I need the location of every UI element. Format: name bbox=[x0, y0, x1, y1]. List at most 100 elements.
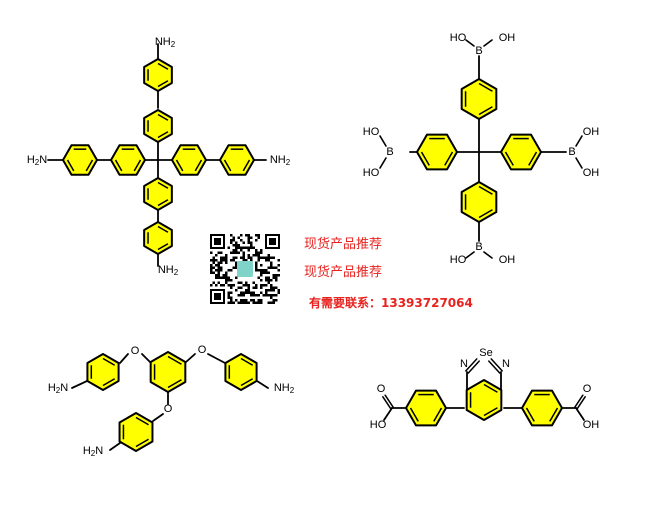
qr-module bbox=[260, 284, 263, 287]
qr-module bbox=[270, 256, 273, 259]
qr-module bbox=[275, 279, 278, 282]
qr-module bbox=[217, 264, 220, 267]
atom-label: OH bbox=[583, 167, 600, 179]
qr-module bbox=[275, 276, 278, 279]
qr-module bbox=[270, 296, 273, 299]
atom-label: OH bbox=[499, 254, 516, 266]
qr-module bbox=[247, 249, 250, 252]
ring-double-bond bbox=[157, 131, 169, 139]
qr-module bbox=[272, 294, 275, 297]
qr-module bbox=[255, 261, 258, 264]
qr-module bbox=[257, 276, 260, 279]
ring-double-bond bbox=[66, 159, 75, 172]
ring-double-bond bbox=[444, 151, 454, 166]
qr-module bbox=[225, 276, 228, 279]
qr-module bbox=[277, 274, 280, 277]
qr-module bbox=[247, 239, 250, 242]
qr-module bbox=[267, 281, 270, 284]
qr-module bbox=[247, 246, 250, 249]
qr-module bbox=[220, 266, 223, 269]
qr-module bbox=[245, 301, 248, 304]
qr-module bbox=[217, 271, 220, 274]
qr-module bbox=[220, 259, 223, 262]
qr-module bbox=[250, 236, 253, 239]
qr-module bbox=[215, 254, 218, 257]
qr-finder bbox=[214, 293, 221, 300]
atom-label: HO bbox=[450, 32, 467, 44]
qr-module bbox=[247, 234, 250, 237]
qr-module bbox=[230, 291, 233, 294]
benzene-ring bbox=[465, 379, 503, 421]
qr-module bbox=[265, 259, 268, 262]
atom-label: O bbox=[164, 403, 173, 415]
ring-double-bond bbox=[157, 113, 169, 121]
qr-module bbox=[220, 261, 223, 264]
benzene-ring bbox=[500, 133, 542, 171]
qr-module bbox=[245, 299, 248, 302]
qr-module bbox=[242, 251, 245, 254]
qr-module bbox=[235, 261, 238, 264]
ring-double-bond bbox=[478, 82, 493, 92]
qr-module bbox=[245, 291, 248, 294]
qr-module bbox=[265, 276, 268, 279]
qr-module bbox=[210, 284, 213, 287]
bond bbox=[382, 396, 392, 410]
ring-double-bond bbox=[167, 379, 182, 389]
qr-module bbox=[240, 249, 243, 252]
qr-module bbox=[265, 271, 268, 274]
qr-module bbox=[235, 299, 238, 302]
qr-finder bbox=[269, 238, 276, 245]
qr-module bbox=[267, 256, 270, 259]
qr-module bbox=[277, 289, 280, 292]
qr-module bbox=[255, 284, 258, 287]
qr-module bbox=[270, 261, 273, 264]
ring-double-bond bbox=[433, 407, 443, 422]
qr-module bbox=[235, 276, 238, 279]
atom-label: O bbox=[583, 383, 592, 395]
bond bbox=[383, 407, 393, 421]
bond bbox=[384, 394, 394, 408]
bond bbox=[576, 396, 586, 410]
bond bbox=[256, 380, 269, 389]
qr-module bbox=[242, 254, 245, 257]
qr-module bbox=[245, 281, 248, 284]
bond bbox=[207, 353, 226, 364]
qr-module bbox=[270, 264, 273, 267]
qr-module bbox=[217, 251, 220, 254]
qr-module bbox=[245, 246, 248, 249]
qr-module bbox=[275, 299, 278, 302]
qr-module bbox=[232, 266, 235, 269]
atom-label: B bbox=[475, 241, 482, 253]
qr-module bbox=[267, 254, 270, 257]
qr-module bbox=[235, 244, 238, 247]
qr-module bbox=[260, 256, 263, 259]
ring-double-bond bbox=[157, 199, 169, 207]
qr-module bbox=[260, 269, 263, 272]
qr-code[interactable] bbox=[210, 234, 280, 304]
qr-module bbox=[252, 286, 255, 289]
bond bbox=[185, 353, 196, 363]
qr-module bbox=[277, 264, 280, 267]
qr-module bbox=[232, 236, 235, 239]
amine-label: H2N bbox=[27, 154, 47, 167]
qr-module bbox=[212, 261, 215, 264]
qr-module bbox=[215, 269, 218, 272]
qr-module bbox=[257, 301, 260, 304]
qr-module bbox=[225, 256, 228, 259]
qr-module bbox=[250, 259, 253, 262]
qr-module bbox=[235, 256, 238, 259]
atom-label: O bbox=[377, 383, 386, 395]
qr-module bbox=[257, 299, 260, 302]
qr-module bbox=[257, 236, 260, 239]
qr-module bbox=[227, 284, 230, 287]
qr-module bbox=[252, 291, 255, 294]
qr-module bbox=[270, 266, 273, 269]
qr-module bbox=[235, 249, 238, 252]
qr-module bbox=[252, 299, 255, 302]
qr-module bbox=[267, 259, 270, 262]
atom-label: HO bbox=[450, 254, 467, 266]
qr-module bbox=[267, 301, 270, 304]
qr-module bbox=[212, 256, 215, 259]
promo-line-1: 现货产品推荐 bbox=[304, 237, 383, 252]
